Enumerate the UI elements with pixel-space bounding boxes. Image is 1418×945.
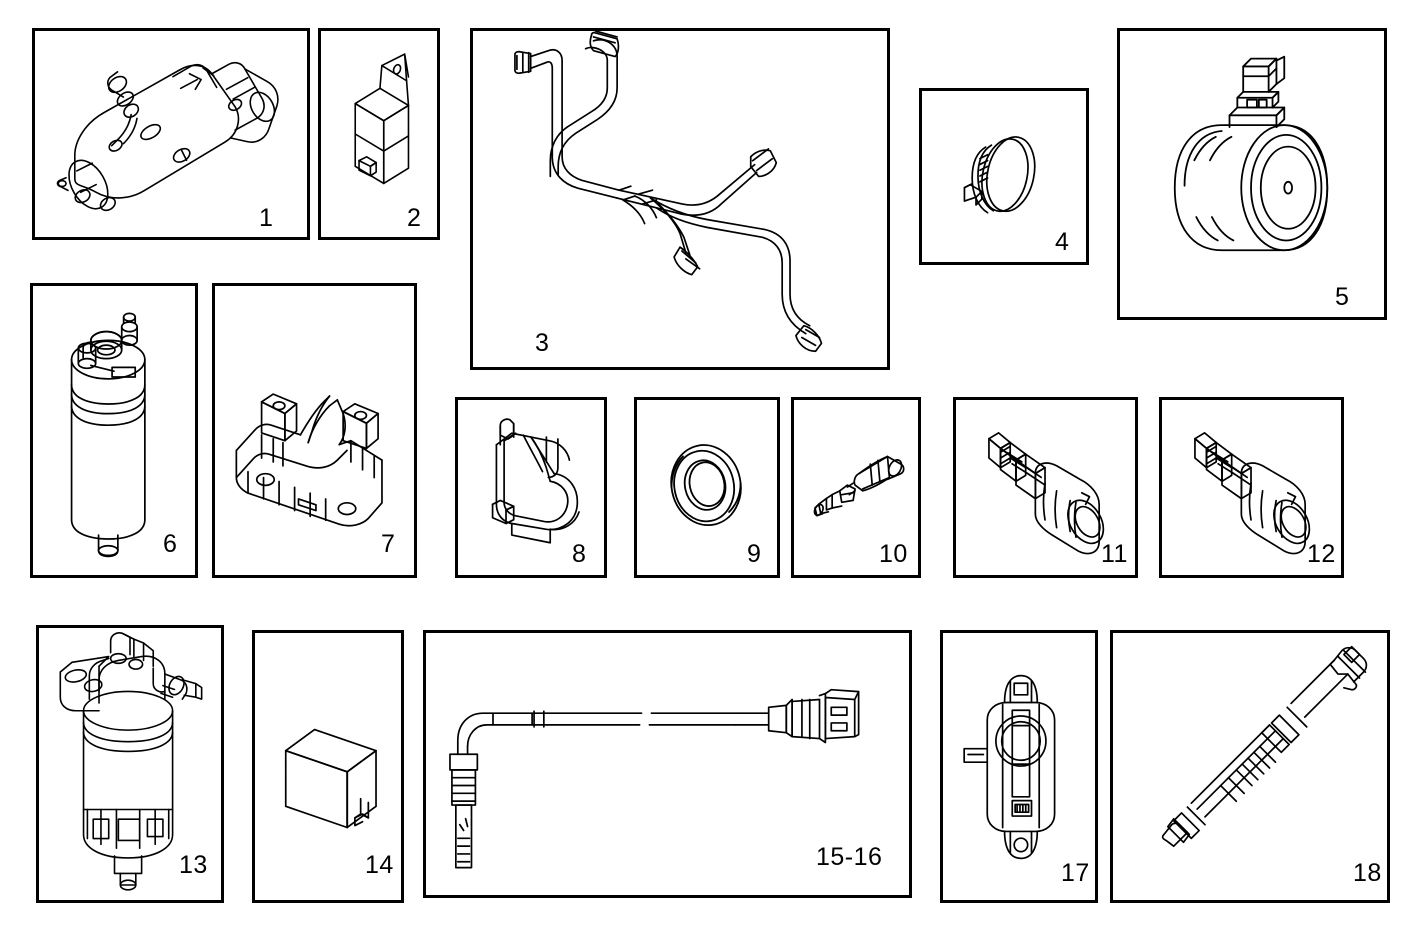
part-panel-5[interactable]: 5 bbox=[1117, 28, 1387, 320]
part-panel-15-16[interactable]: 15-16 bbox=[423, 630, 912, 898]
part-panel-17[interactable]: 17 bbox=[940, 630, 1098, 903]
oxygen-lambda-sensor-illustration bbox=[1113, 633, 1387, 900]
air-mass-sensor-illustration bbox=[1120, 31, 1384, 317]
panel-number-7: 7 bbox=[381, 530, 396, 558]
part-panel-13[interactable]: 13 bbox=[36, 625, 224, 903]
panel-number-9: 9 bbox=[747, 540, 762, 568]
panel-number-5: 5 bbox=[1335, 283, 1350, 311]
part-panel-8[interactable]: 8 bbox=[455, 397, 607, 578]
panel-number-14: 14 bbox=[365, 851, 394, 879]
panel-number-17: 17 bbox=[1061, 859, 1090, 887]
panel-number-4: 4 bbox=[1055, 228, 1070, 256]
part-panel-18[interactable]: 18 bbox=[1110, 630, 1390, 903]
panel-number-15-16: 15-16 bbox=[816, 843, 883, 871]
panel-number-12: 12 bbox=[1307, 540, 1336, 568]
panel-number-2: 2 bbox=[407, 204, 422, 232]
part-panel-4[interactable]: 4 bbox=[919, 88, 1089, 265]
fuel-hose-assembly-illustration bbox=[473, 31, 887, 367]
part-panel-9[interactable]: 9 bbox=[634, 397, 780, 578]
part-panel-14[interactable]: 14 bbox=[252, 630, 404, 903]
panel-number-18: 18 bbox=[1353, 859, 1382, 887]
panel-number-8: 8 bbox=[572, 540, 587, 568]
part-panel-11[interactable]: 11 bbox=[953, 397, 1138, 578]
panel-number-3: 3 bbox=[535, 329, 550, 357]
panel-number-10: 10 bbox=[879, 540, 908, 568]
part-panel-1[interactable]: 1 bbox=[32, 28, 310, 240]
panel-number-11: 11 bbox=[1101, 540, 1128, 568]
panel-number-6: 6 bbox=[163, 530, 178, 558]
part-panel-3[interactable]: 3 bbox=[470, 28, 890, 370]
panel-number-1: 1 bbox=[259, 204, 274, 232]
part-panel-12[interactable]: 12 bbox=[1159, 397, 1344, 578]
part-panel-6[interactable]: 6 bbox=[30, 283, 198, 578]
panel-number-13: 13 bbox=[179, 851, 208, 879]
part-panel-10[interactable]: 10 bbox=[791, 397, 921, 578]
part-panel-2[interactable]: 2 bbox=[318, 28, 440, 240]
part-panel-7[interactable]: 7 bbox=[212, 283, 417, 578]
